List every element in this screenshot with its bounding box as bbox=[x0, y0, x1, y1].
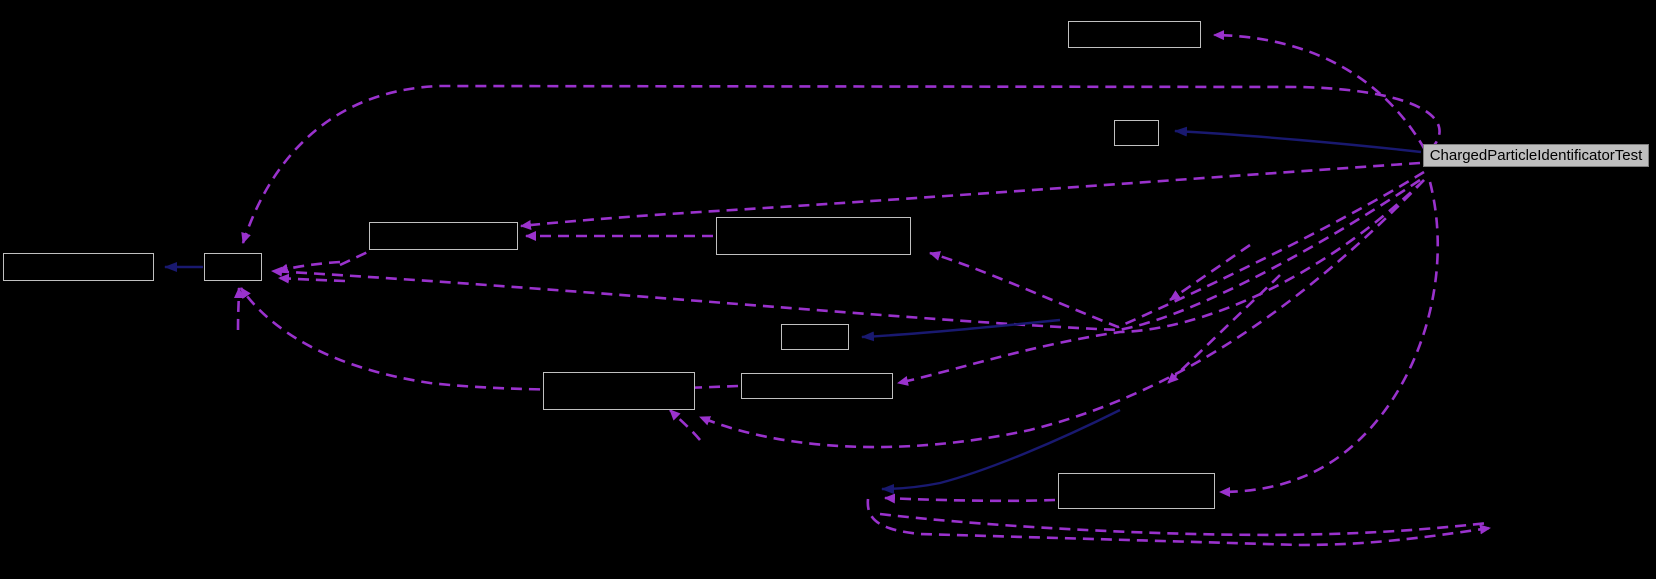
edge-inherit-bottom-curve bbox=[881, 408, 1121, 494]
edge-usage-n5-below bbox=[233, 287, 244, 331]
edge-usage-n0-n8 bbox=[699, 179, 1425, 449]
edge-usage-n3-left-stub bbox=[339, 248, 373, 267]
node-charged-particle-identificator-test[interactable]: ChargedParticleIdentificatorTest bbox=[1423, 144, 1649, 167]
node-9[interactable] bbox=[741, 373, 893, 399]
node-5[interactable] bbox=[204, 253, 262, 281]
node-3[interactable] bbox=[369, 222, 518, 250]
edge-usage-n8-below bbox=[669, 409, 701, 441]
edge-usage-n0-n9 bbox=[897, 179, 1425, 386]
edge-usage-n5-right-a bbox=[277, 260, 341, 274]
edge-usage-n0-lower-chevron bbox=[1167, 274, 1281, 384]
edge-usage-n5-right-b bbox=[278, 273, 346, 284]
edge-usage-bottom-left bbox=[884, 493, 1056, 504]
edge-inherit-to-n7 bbox=[861, 318, 1061, 342]
node-10[interactable] bbox=[1058, 473, 1215, 509]
edge-usage-n0-n4 bbox=[929, 170, 1425, 329]
edge-usage-bottom-loop-2 bbox=[879, 512, 1489, 537]
edge-usage-n0-n4-chevron bbox=[1169, 243, 1251, 302]
node-7[interactable] bbox=[781, 324, 849, 350]
edge-usage-n0-n3 bbox=[520, 161, 1421, 230]
edge-usage-n0-n1 bbox=[1213, 30, 1427, 151]
node-1[interactable] bbox=[1068, 21, 1201, 48]
node-6[interactable] bbox=[3, 253, 154, 281]
edge-usage-bottom-loop bbox=[866, 498, 1491, 547]
edge-usage-n0-n10 bbox=[1219, 181, 1439, 497]
edge-inherit-n0-n2 bbox=[1174, 126, 1422, 154]
node-label: ChargedParticleIdentificatorTest bbox=[1429, 147, 1643, 164]
edge-usage-n0-n5-top bbox=[241, 84, 1441, 244]
node-2[interactable] bbox=[1114, 120, 1159, 146]
node-4[interactable] bbox=[716, 217, 911, 255]
node-8[interactable] bbox=[543, 372, 695, 410]
